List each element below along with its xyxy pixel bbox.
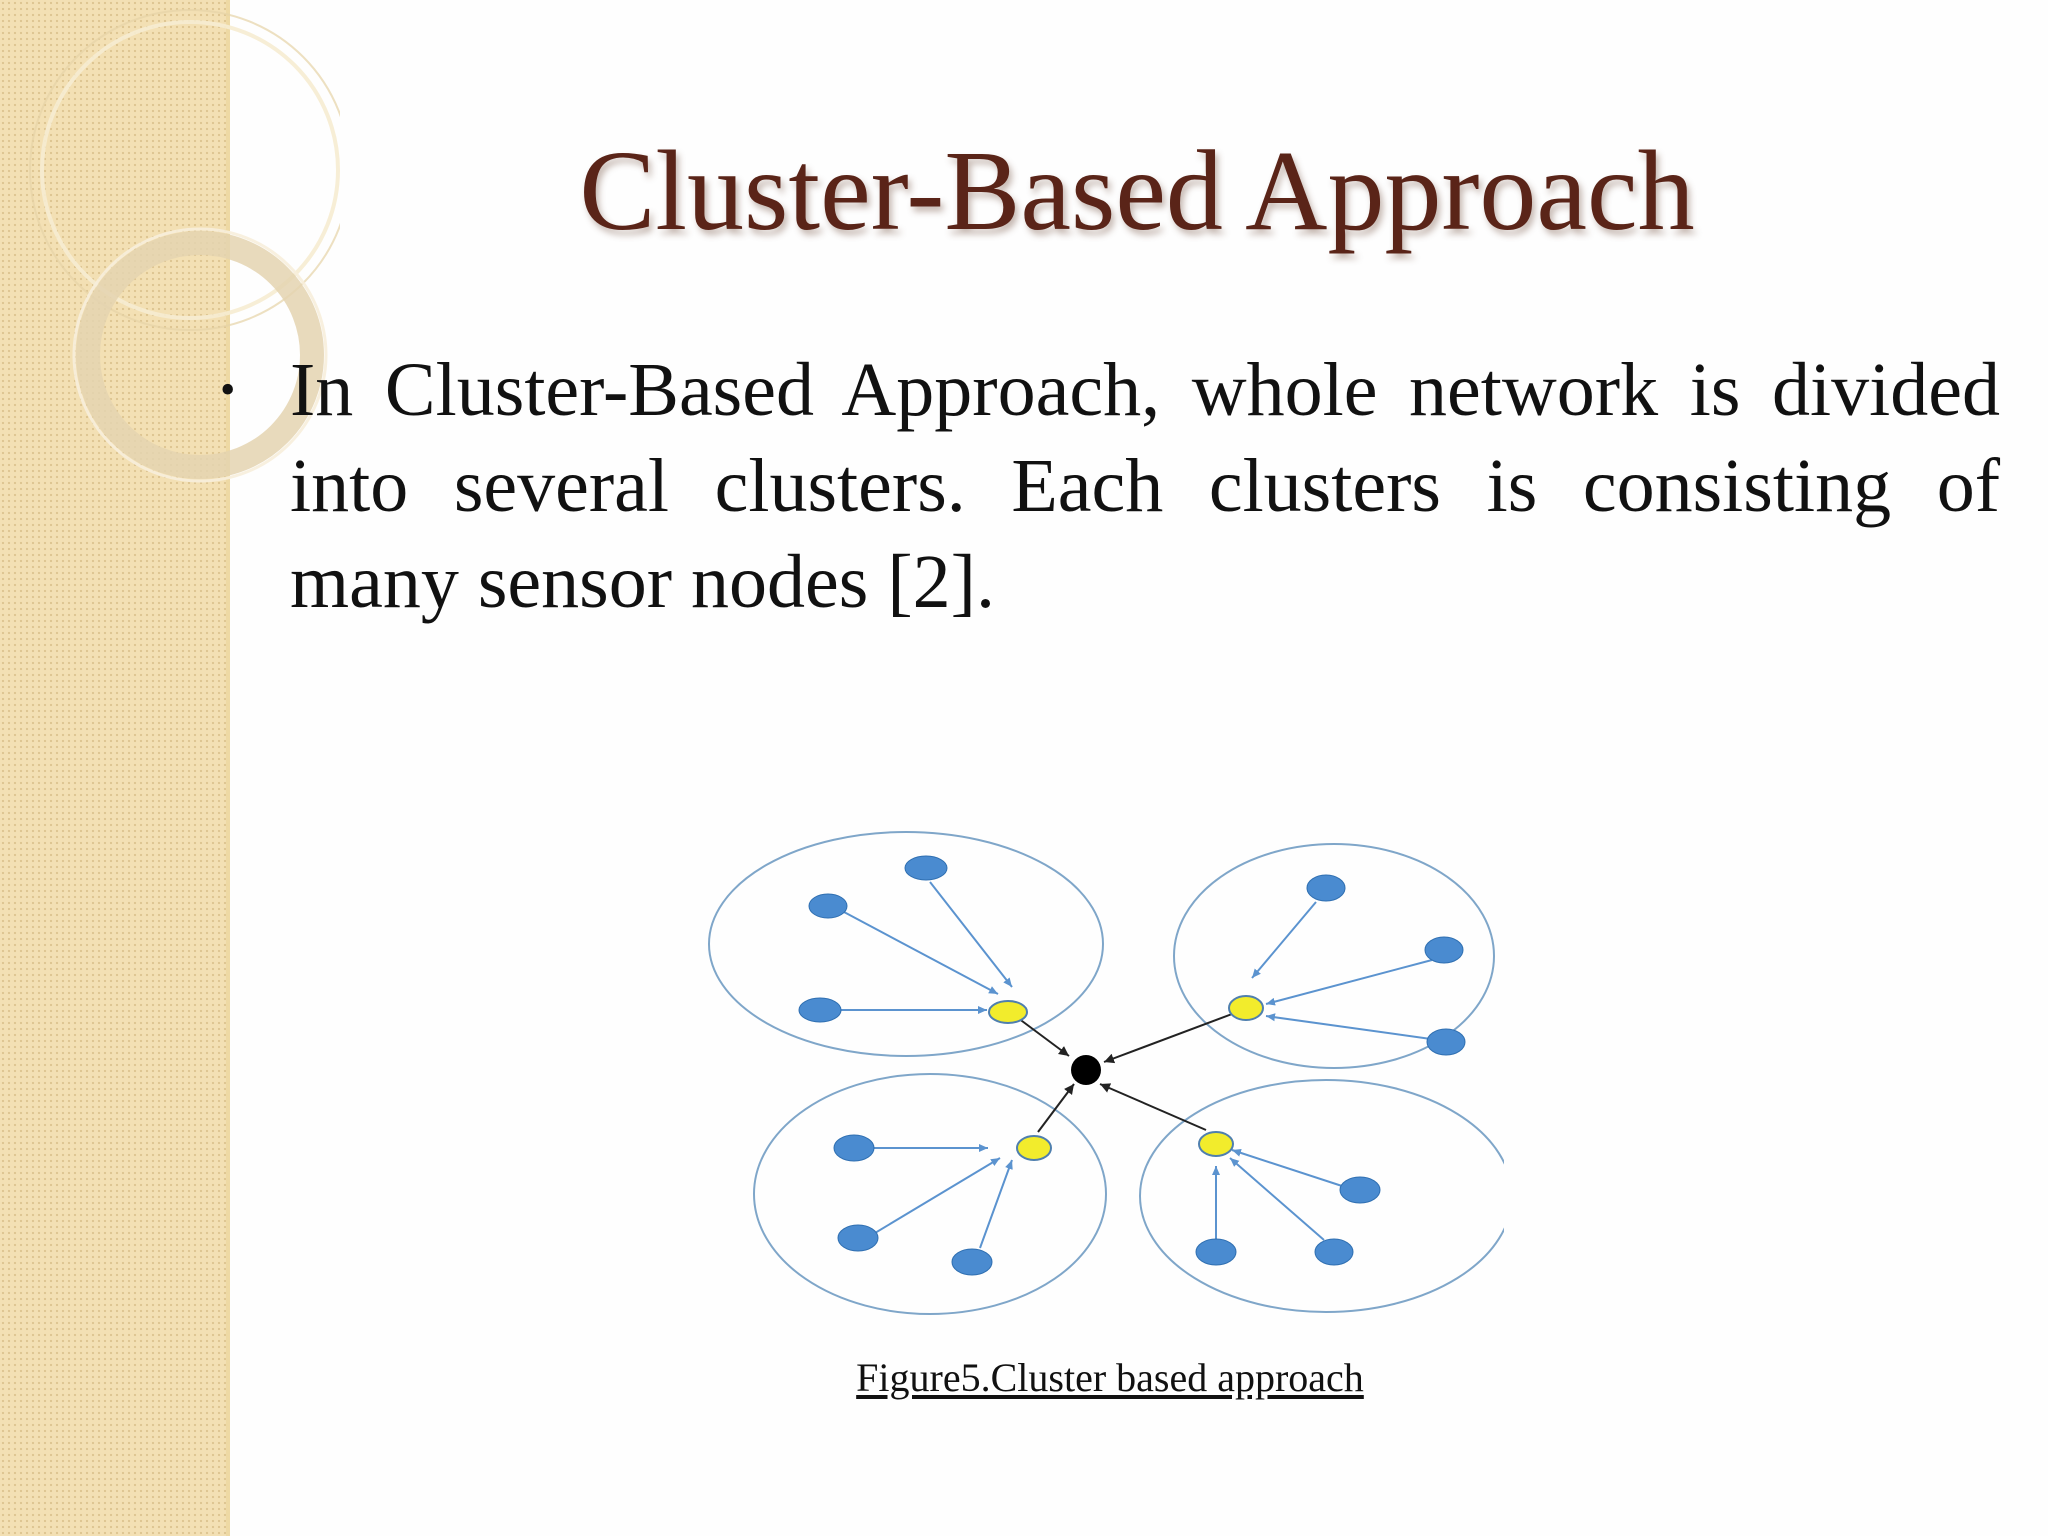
cluster-diagram: [694, 806, 1504, 1346]
decorative-side-band: [0, 0, 230, 1536]
bullet-text: In Cluster-Based Approach, whole network…: [290, 348, 2000, 624]
sensor-link: [1265, 959, 1433, 1006]
slide-title: Cluster-Based Approach: [579, 127, 1695, 254]
sensor-node: [808, 893, 848, 919]
sensor-node: [1195, 1238, 1237, 1266]
sensor-link: [1265, 1013, 1439, 1041]
figure-caption: Figure5.Cluster based approach: [856, 1355, 1364, 1400]
cluster-boundary-top-left: [708, 831, 1104, 1057]
sensor-node: [1314, 1238, 1354, 1266]
sensor-node: [1424, 936, 1464, 964]
sensor-link: [1231, 1148, 1343, 1187]
cluster-boundary-top-right: [1173, 843, 1495, 1069]
bullet-item: • In Cluster-Based Approach, whole netwo…: [212, 342, 2000, 630]
head-link: [1017, 1017, 1070, 1057]
sensor-node: [837, 1224, 879, 1252]
cluster-diagram-svg: [708, 831, 1504, 1315]
head-link: [1037, 1083, 1075, 1133]
sensor-link: [869, 1157, 1001, 1237]
sensor-node: [798, 997, 842, 1023]
cluster-head-node: [1228, 995, 1264, 1021]
sensor-link: [929, 881, 1013, 988]
head-link: [1099, 1083, 1207, 1131]
decorative-rings: [29, 9, 340, 483]
sensor-node: [1306, 874, 1346, 902]
sensor-link: [1251, 901, 1317, 979]
base-station-node: [1071, 1055, 1101, 1085]
cluster-boundary-bottom-left: [753, 1073, 1107, 1315]
sensor-node: [951, 1248, 993, 1276]
sensor-node: [904, 855, 948, 881]
head-link: [1103, 1013, 1233, 1064]
cluster-head-node: [1016, 1135, 1052, 1161]
sensor-link: [843, 911, 999, 995]
sensor-node: [833, 1134, 875, 1162]
bullet-marker: •: [220, 365, 236, 414]
cluster-head-node: [1198, 1131, 1234, 1157]
cluster-boundary-bottom-right: [1139, 1079, 1504, 1313]
sensor-node: [1339, 1176, 1381, 1204]
sensor-link: [979, 1159, 1013, 1249]
sensor-link: [1229, 1157, 1325, 1241]
bullet-list: • In Cluster-Based Approach, whole netwo…: [212, 342, 2000, 630]
cluster-head-node: [988, 1000, 1028, 1024]
sensor-node: [1426, 1028, 1466, 1056]
